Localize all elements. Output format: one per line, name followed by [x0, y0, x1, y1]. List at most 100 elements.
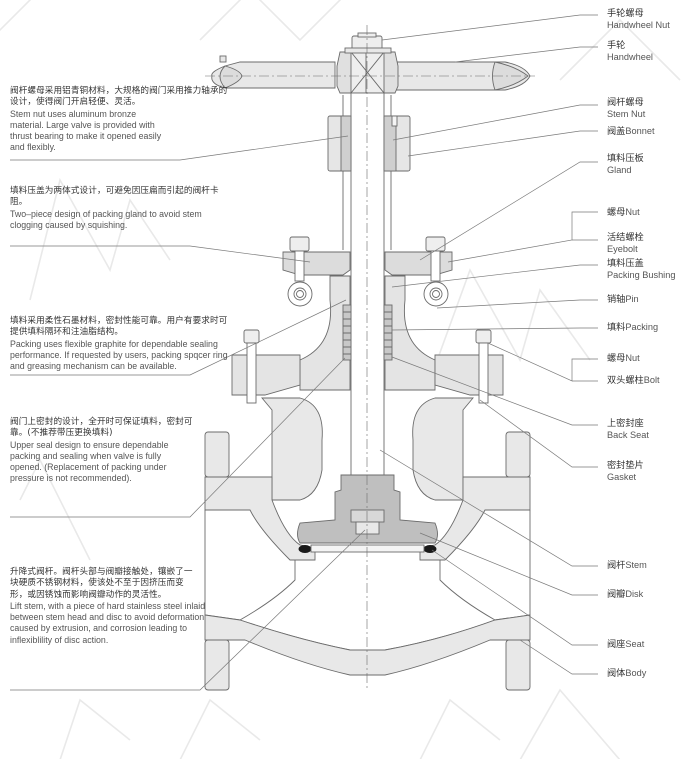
label-bonnet-zh: 阀盖	[607, 126, 626, 137]
leader-packing-bushing	[391, 264, 598, 288]
note-stem-nut-en: Stem nut uses aluminum bronze material. …	[10, 108, 162, 153]
label-gasket: 密封垫片 Gasket	[607, 460, 644, 483]
label-disk: 阀瓣Disk	[607, 589, 643, 601]
note-upper-seal: 阀门上密封的设计，全开时可保证填料，密封可靠。(不推荐带压更换填料) Upper…	[10, 417, 235, 485]
note-stem-nut-zh: 阀杆螺母采用铝青铜材料，大规格的阀门采用推力轴承的设计，使得阀门开启轻便、灵活。	[10, 86, 228, 108]
seat	[310, 544, 425, 553]
label-pin-zh: 销轴	[607, 294, 626, 305]
leader-stem-nut	[392, 104, 598, 141]
note-upper-seal-zh: 阀门上密封的设计，全开时可保证填料，密封可靠。(不推荐带压更换填料)	[10, 417, 193, 439]
note-packing: 填料采用柔性石墨材料，密封性能可靠。用户有要求时可提供填料隔环和注油脂结构。 P…	[10, 316, 235, 372]
label-gasket-en: Gasket	[607, 471, 637, 482]
note-upper-seal-en: Upper seal design to ensure dependable p…	[10, 439, 169, 484]
label-packing-bushing-zh: 填料压盖	[607, 258, 644, 269]
leader-stem-nut-note	[10, 135, 349, 161]
label-back-seat-en: Back Seat	[607, 429, 649, 440]
label-stem-en: Stem	[625, 560, 647, 570]
handwheel-nut	[344, 32, 392, 54]
leader-gland-note	[10, 245, 311, 263]
note-packing-zh: 填料采用柔性石墨材料，密封性能可靠。用户有要求时可提供填料隔环和注油脂结构。	[10, 316, 228, 338]
label-bonnet-en: Bonnet	[625, 126, 655, 136]
leader-nut-top	[447, 211, 598, 263]
label-body: 阀体Body	[607, 668, 646, 680]
note-packing-gland: 填料压盖为两体式设计，可避免因压扁而引起的阀杆卡阻。 Two–piece des…	[10, 186, 235, 231]
label-nut-bottom-en: Nut	[625, 353, 640, 363]
label-pin-en: Pin	[625, 294, 639, 304]
label-stem-zh: 阀杆	[607, 560, 626, 571]
leader-back-seat	[391, 356, 598, 426]
label-gland-zh: 填料压板	[607, 153, 644, 164]
label-disk-en: Disk	[625, 589, 644, 599]
label-seat-en: Seat	[625, 639, 645, 649]
eyebolt-left	[287, 236, 313, 307]
label-stem-nut-zh: 阀杆螺母	[607, 97, 644, 108]
label-handwheel: 手轮 Handwheel	[607, 40, 653, 63]
leader-stem-note	[10, 529, 366, 691]
leader-lines	[10, 14, 598, 691]
label-packing-bushing-en: Packing Bushing	[607, 269, 676, 280]
leader-pin	[436, 299, 598, 309]
label-back-seat: 上密封座 Back Seat	[607, 418, 649, 441]
body-bolt-right	[475, 329, 492, 404]
label-nut-top-en: Nut	[625, 207, 640, 217]
note-lift-stem: 升降式阀杆。阀杆头部与阀瓣接触处，镶嵌了一块硬质不锈钢材料，使该处不至于因挤压而…	[10, 567, 235, 646]
leader-body	[519, 639, 598, 675]
label-stem-nut-en: Stem Nut	[607, 108, 646, 119]
body-bolt-left	[243, 329, 260, 404]
label-seat: 阀座Seat	[607, 639, 644, 651]
label-bolt-en: Bolt	[643, 375, 660, 385]
label-gland-en: Gland	[607, 164, 632, 175]
label-seat-zh: 阀座	[607, 639, 626, 650]
label-packing-zh: 填料	[607, 322, 626, 333]
label-eyebolt: 活结螺栓 Eyebolt	[607, 232, 644, 255]
valve-body	[204, 397, 531, 691]
label-nut-top-zh: 螺母	[607, 207, 626, 218]
leader-stem	[379, 449, 598, 567]
label-nut-top: 螺母Nut	[607, 207, 640, 219]
note-packing-gland-en: Two–piece design of packing gland to avo…	[10, 208, 202, 230]
leader-gasket	[479, 399, 598, 468]
label-body-zh: 阀体	[607, 668, 626, 679]
leader-handwheel-nut	[381, 14, 598, 41]
leader-disk	[419, 532, 598, 596]
leader-nut-bottom	[487, 342, 598, 382]
stem-nut	[327, 115, 411, 172]
label-disk-zh: 阀瓣	[607, 589, 626, 600]
label-handwheel-nut-en: Handwheel Nut	[607, 19, 670, 30]
leader-packing	[391, 327, 598, 331]
note-lift-stem-zh: 升降式阀杆。阀杆头部与阀瓣接触处，镶嵌了一块硬质不锈钢材料，使该处不至于因挤压而…	[10, 567, 193, 600]
label-bolt: 双头螺柱Bolt	[607, 375, 660, 387]
label-bonnet: 阀盖Bonnet	[607, 126, 655, 138]
label-nut-bottom-zh: 螺母	[607, 353, 626, 364]
note-stem-nut: 阀杆螺母采用铝青铜材料，大规格的阀门采用推力轴承的设计，使得阀门开启轻便、灵活。…	[10, 86, 235, 154]
leader-packing-note	[10, 299, 347, 376]
leader-seat	[431, 549, 598, 646]
leader-bonnet	[407, 130, 598, 157]
label-packing-bushing: 填料压盖 Packing Bushing	[607, 258, 675, 281]
label-back-seat-zh: 上密封座	[607, 418, 644, 429]
label-eyebolt-zh: 活结螺栓	[607, 232, 644, 243]
label-handwheel-en: Handwheel	[607, 51, 653, 62]
label-body-en: Body	[625, 668, 647, 678]
note-packing-en: Packing uses flexible graphite for depen…	[10, 338, 228, 372]
disk	[297, 474, 438, 544]
label-handwheel-zh: 手轮	[607, 40, 626, 51]
label-packing: 填料Packing	[607, 322, 658, 334]
label-pin: 销轴Pin	[607, 294, 639, 306]
label-packing-en: Packing	[625, 322, 659, 332]
label-eyebolt-en: Eyebolt	[607, 243, 638, 254]
packing	[342, 304, 393, 361]
stem	[342, 92, 392, 524]
leader-backseat-note	[10, 357, 346, 518]
note-packing-gland-zh: 填料压盖为两体式设计，可避免因压扁而引起的阀杆卡阻。	[10, 186, 219, 208]
label-stem-nut: 阀杆螺母 Stem Nut	[607, 97, 645, 120]
label-gasket-zh: 密封垫片	[607, 460, 644, 471]
label-gland: 填料压板 Gland	[607, 153, 644, 176]
label-bolt-zh: 双头螺柱	[607, 375, 644, 386]
leader-gland	[419, 161, 598, 261]
leader-handwheel	[454, 46, 598, 63]
label-stem: 阀杆Stem	[607, 560, 647, 572]
label-nut-bottom: 螺母Nut	[607, 353, 640, 365]
